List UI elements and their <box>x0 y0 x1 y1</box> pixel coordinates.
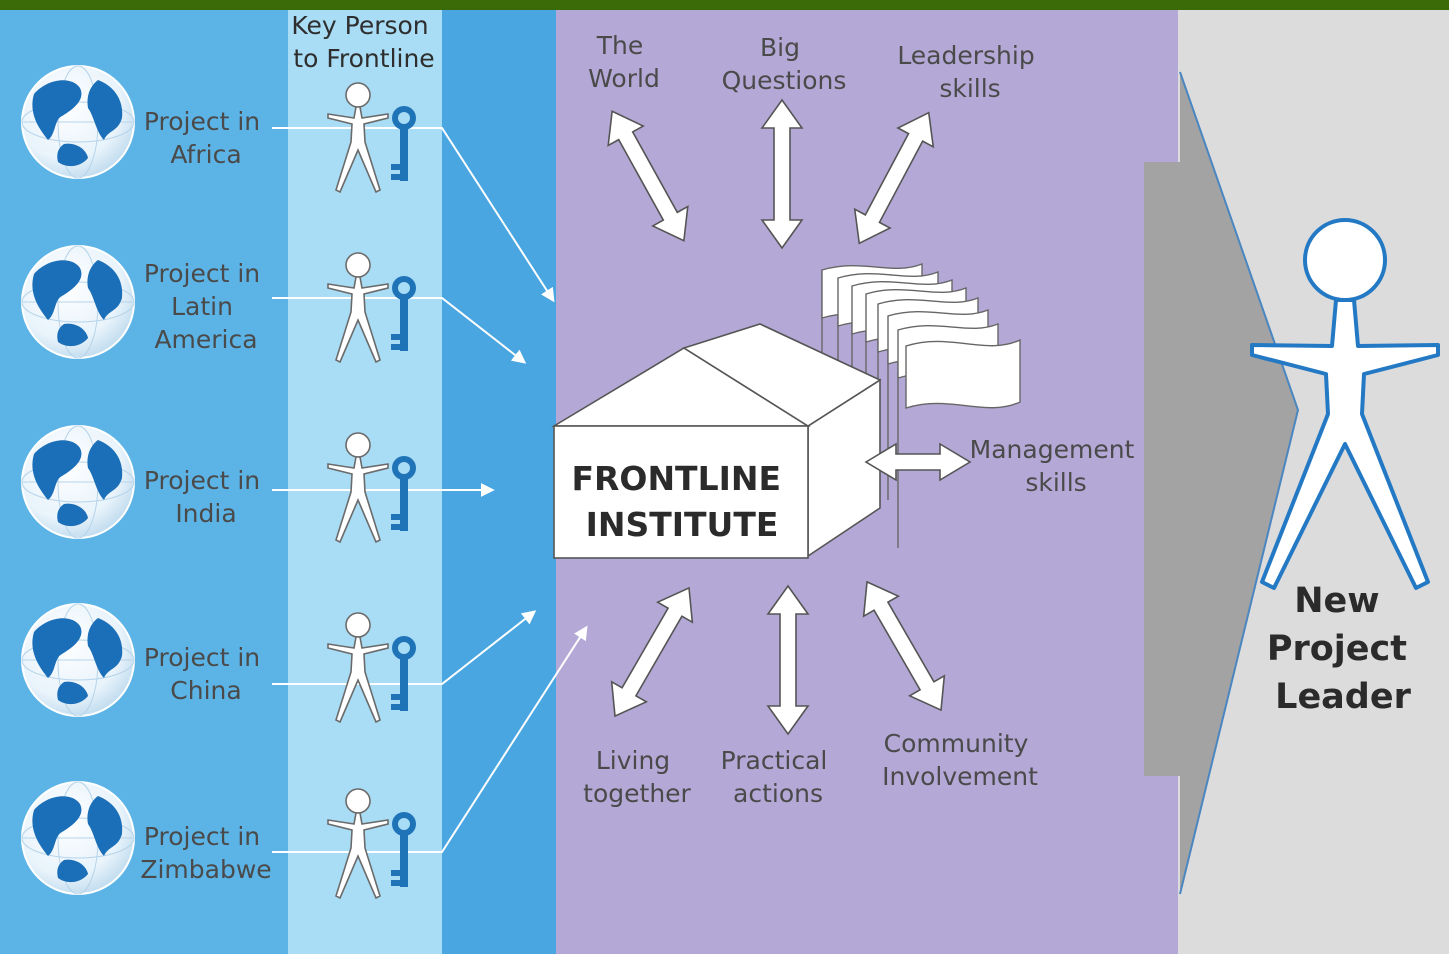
globe-icon <box>21 425 135 539</box>
arrow-the-world <box>607 110 689 242</box>
connector-zimbabwe <box>272 625 588 853</box>
key-icon <box>391 456 416 531</box>
key-person-icon <box>327 612 416 724</box>
column-header: Key Person to Frontline <box>291 11 436 73</box>
key-person-icon <box>327 788 416 900</box>
house-icon <box>551 323 882 559</box>
topic-community-involvement: Community Involvement <box>882 729 1038 791</box>
result-label: New Project Leader <box>1267 581 1419 717</box>
connector-latin-america <box>272 297 527 364</box>
big-arrow <box>1144 72 1298 894</box>
globe-icon <box>21 65 135 179</box>
arrow-practical-actions <box>766 584 810 736</box>
flags-icon <box>821 262 1021 548</box>
topic-the-world: The World <box>588 31 660 93</box>
project-label-latin-america: Project in Latin America <box>144 259 268 354</box>
project-label-africa: Project in Africa <box>144 107 268 169</box>
globe-icon <box>21 245 135 359</box>
globe-icon <box>21 603 135 717</box>
connector-africa <box>272 127 555 303</box>
key-icon <box>391 636 416 711</box>
project-connectors <box>272 127 588 853</box>
topic-living-together: Living together <box>583 746 691 808</box>
key-person-icon <box>327 252 416 364</box>
topic-practical-actions: Practical actions <box>721 746 836 808</box>
channel <box>442 10 556 954</box>
key-person-icon <box>327 82 416 194</box>
key-icon <box>391 106 416 181</box>
institute-title: FRONTLINE INSTITUTE <box>571 459 792 544</box>
leader-figure-icon <box>1250 218 1440 590</box>
key-person-icon <box>327 432 416 544</box>
key-icon <box>391 812 416 887</box>
connector-china <box>272 610 537 685</box>
project-label-india: Project in India <box>144 466 268 528</box>
topic-big-questions: Big Questions <box>722 33 847 95</box>
project-label-zimbabwe: Project in Zimbabwe <box>140 822 271 884</box>
arrow-community-involvement <box>862 580 946 712</box>
project-label-china: Project in China <box>144 643 268 705</box>
top-bar <box>0 0 1449 10</box>
arrow-living-together <box>610 586 694 718</box>
topic-leadership-skills: Leadership skills <box>897 41 1042 103</box>
globe-icon <box>21 781 135 895</box>
key-icon <box>391 276 416 351</box>
arrow-big-questions <box>760 98 804 250</box>
arrow-management-skills <box>864 442 972 482</box>
big-arrow-outline <box>1179 71 1300 895</box>
arrow-leadership-skills <box>853 111 935 245</box>
topic-management-skills: Management skills <box>970 435 1143 497</box>
